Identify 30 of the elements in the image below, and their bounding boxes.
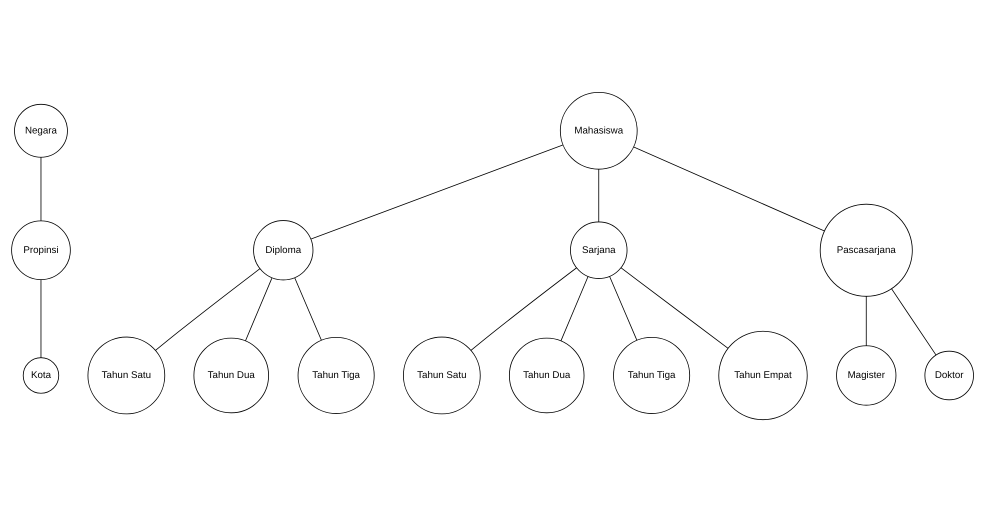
connector	[609, 276, 638, 341]
connector	[245, 278, 272, 342]
node-circle: Tahun Satu	[403, 336, 481, 414]
node-circle: Mahasiswa	[560, 92, 638, 170]
node-circle: Pascasarjana	[820, 204, 913, 297]
connector	[294, 277, 322, 341]
connector	[155, 268, 260, 351]
node-circle: Kota	[22, 357, 60, 394]
connector	[633, 146, 825, 232]
node-circle: Magister	[836, 345, 896, 406]
node-circle: Negara	[14, 104, 68, 158]
connector	[40, 157, 42, 222]
connector	[598, 169, 600, 222]
node-circle: Tahun Satu	[88, 336, 166, 414]
connector	[560, 276, 589, 342]
connector	[620, 267, 728, 349]
node-circle: Tahun Tiga	[613, 336, 690, 414]
node-circle: Sarjana	[570, 222, 628, 279]
connector	[891, 288, 936, 356]
node-circle: Tahun Empat	[718, 330, 808, 420]
node-circle: Diploma	[253, 220, 314, 280]
connector	[310, 144, 564, 240]
connector	[40, 279, 42, 358]
connector	[866, 296, 867, 346]
node-circle: Tahun Dua	[194, 338, 269, 414]
node-circle: Propinsi	[11, 220, 71, 280]
node-circle: Doktor	[924, 350, 974, 400]
node-circle: Tahun Dua	[508, 338, 584, 414]
connector	[470, 267, 578, 351]
node-circle: Tahun Tiga	[298, 336, 375, 414]
